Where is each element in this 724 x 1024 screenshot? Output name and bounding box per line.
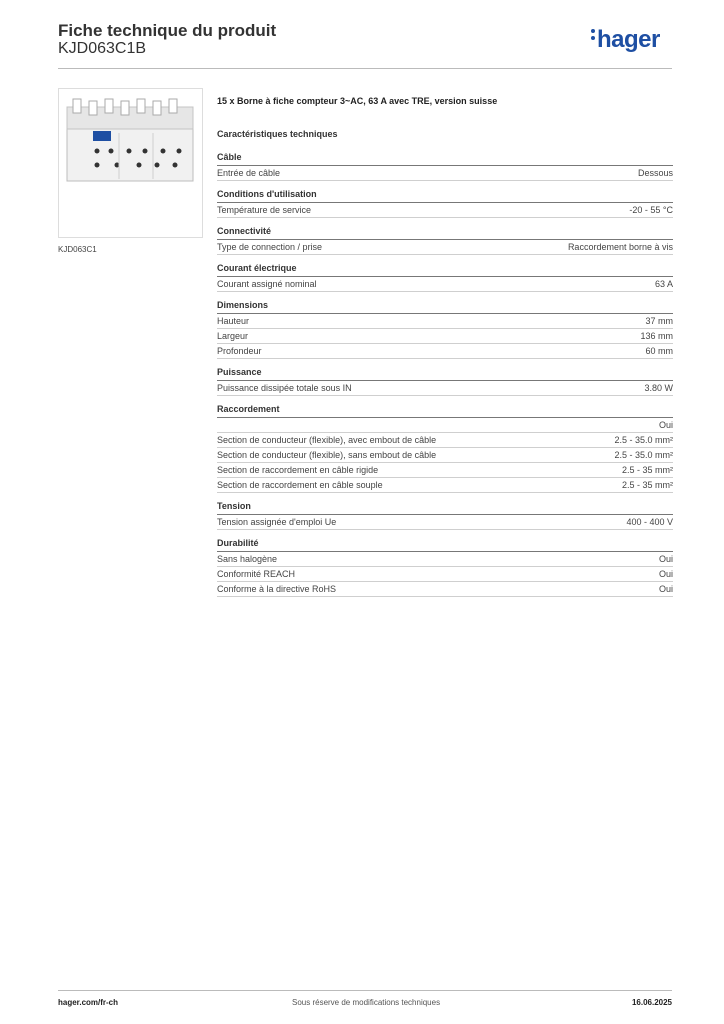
spec-value: Oui xyxy=(658,420,673,430)
spec-group-title: Durabilité xyxy=(217,538,673,552)
spec-label: Type de connection / prise xyxy=(217,242,323,252)
spec-value: 400 - 400 V xyxy=(626,517,673,527)
spec-row: Section de conducteur (flexible), avec e… xyxy=(217,433,673,448)
image-caption: KJD063C1 xyxy=(58,245,97,254)
spec-value: 63 A xyxy=(654,279,673,289)
spec-value: -20 - 55 °C xyxy=(629,205,673,215)
spec-row: Section de conducteur (flexible), sans e… xyxy=(217,448,673,463)
spec-row: Section de raccordement en câble souple 2… xyxy=(217,478,673,493)
spec-row: Section de raccordement en câble rigide 2… xyxy=(217,463,673,478)
spec-row: Profondeur 60 mm xyxy=(217,344,673,359)
spec-label: Puissance dissipée totale sous IN xyxy=(217,383,352,393)
footer-website-link[interactable]: hager.com/fr-ch xyxy=(58,998,119,1007)
spec-value: 60 mm xyxy=(645,346,673,356)
spec-label: Conformité REACH xyxy=(217,569,296,579)
spec-label: Profondeur xyxy=(217,346,262,356)
footer-divider xyxy=(58,990,672,991)
spec-heading: Caractéristiques techniques xyxy=(217,129,338,139)
spec-row: Entrée de câble Dessous xyxy=(217,166,673,181)
spec-group-title: Puissance xyxy=(217,367,673,381)
spec-row: Puissance dissipée totale sous IN 3.80 W xyxy=(217,381,673,396)
spec-row: Courant assigné nominal 63 A xyxy=(217,277,673,292)
hager-logo: hager xyxy=(591,26,660,54)
spec-label: Section de conducteur (flexible), avec e… xyxy=(217,435,437,445)
spec-value: 37 mm xyxy=(645,316,673,326)
spec-value: Dessous xyxy=(637,168,673,178)
spec-label: Conforme à la directive RoHS xyxy=(217,584,337,594)
spec-group-title: Conditions d'utilisation xyxy=(217,189,673,203)
spec-value: 2.5 - 35.0 mm² xyxy=(614,450,673,460)
spec-value: 2.5 - 35 mm² xyxy=(621,480,673,490)
spec-row: Conformité REACH Oui xyxy=(217,567,673,582)
spec-row: Oui xyxy=(217,418,673,433)
spec-row: Type de connection / prise Raccordement b… xyxy=(217,240,673,255)
logo-text: hager xyxy=(597,26,660,53)
spec-value: Oui xyxy=(658,569,673,579)
spec-value: 136 mm xyxy=(640,331,673,341)
product-description: 15 x Borne à fiche compteur 3~AC, 63 A a… xyxy=(217,96,498,106)
terminal-block-illustration xyxy=(66,98,194,182)
spec-group-title: Câble xyxy=(217,152,673,166)
spec-group-title: Tension xyxy=(217,501,673,515)
logo-dots-icon xyxy=(591,26,595,43)
spec-group-title: Raccordement xyxy=(217,404,673,418)
spec-row: Tension assignée d'emploi Ue 400 - 400 V xyxy=(217,515,673,530)
header-divider xyxy=(58,68,672,69)
spec-label: Température de service xyxy=(217,205,312,215)
spec-value: Raccordement borne à vis xyxy=(567,242,673,252)
product-code: KJD063C1B xyxy=(58,40,147,57)
spec-value: Oui xyxy=(658,584,673,594)
spec-label: Courant assigné nominal xyxy=(217,279,317,289)
spec-value: Oui xyxy=(658,554,673,564)
spec-label: Section de conducteur (flexible), sans e… xyxy=(217,450,437,460)
spec-group-title: Connectivité xyxy=(217,226,673,240)
spec-value: 2.5 - 35 mm² xyxy=(621,465,673,475)
spec-label: Section de raccordement en câble rigide xyxy=(217,465,379,475)
product-image xyxy=(58,88,203,238)
spec-row: Hauteur 37 mm xyxy=(217,314,673,329)
spec-value: 2.5 - 35.0 mm² xyxy=(614,435,673,445)
spec-row: Conforme à la directive RoHS Oui xyxy=(217,582,673,597)
spec-label: Sans halogène xyxy=(217,554,278,564)
footer-date: 16.06.2025 xyxy=(631,998,672,1007)
spec-row: Largeur 136 mm xyxy=(217,329,673,344)
spec-value: 3.80 W xyxy=(644,383,673,393)
footer-notice: Sous réserve de modifications techniques xyxy=(292,998,441,1007)
spec-label: Hauteur xyxy=(217,316,250,326)
spec-row: Sans halogène Oui xyxy=(217,552,673,567)
spec-label: Entrée de câble xyxy=(217,168,281,178)
spec-label: Tension assignée d'emploi Ue xyxy=(217,517,337,527)
spec-group-title: Dimensions xyxy=(217,300,673,314)
page-title: Fiche technique du produit xyxy=(58,21,277,40)
spec-label: Largeur xyxy=(217,331,249,341)
spec-label: Section de raccordement en câble souple xyxy=(217,480,383,490)
spec-group-title: Courant électrique xyxy=(217,263,673,277)
spec-row: Température de service -20 - 55 °C xyxy=(217,203,673,218)
